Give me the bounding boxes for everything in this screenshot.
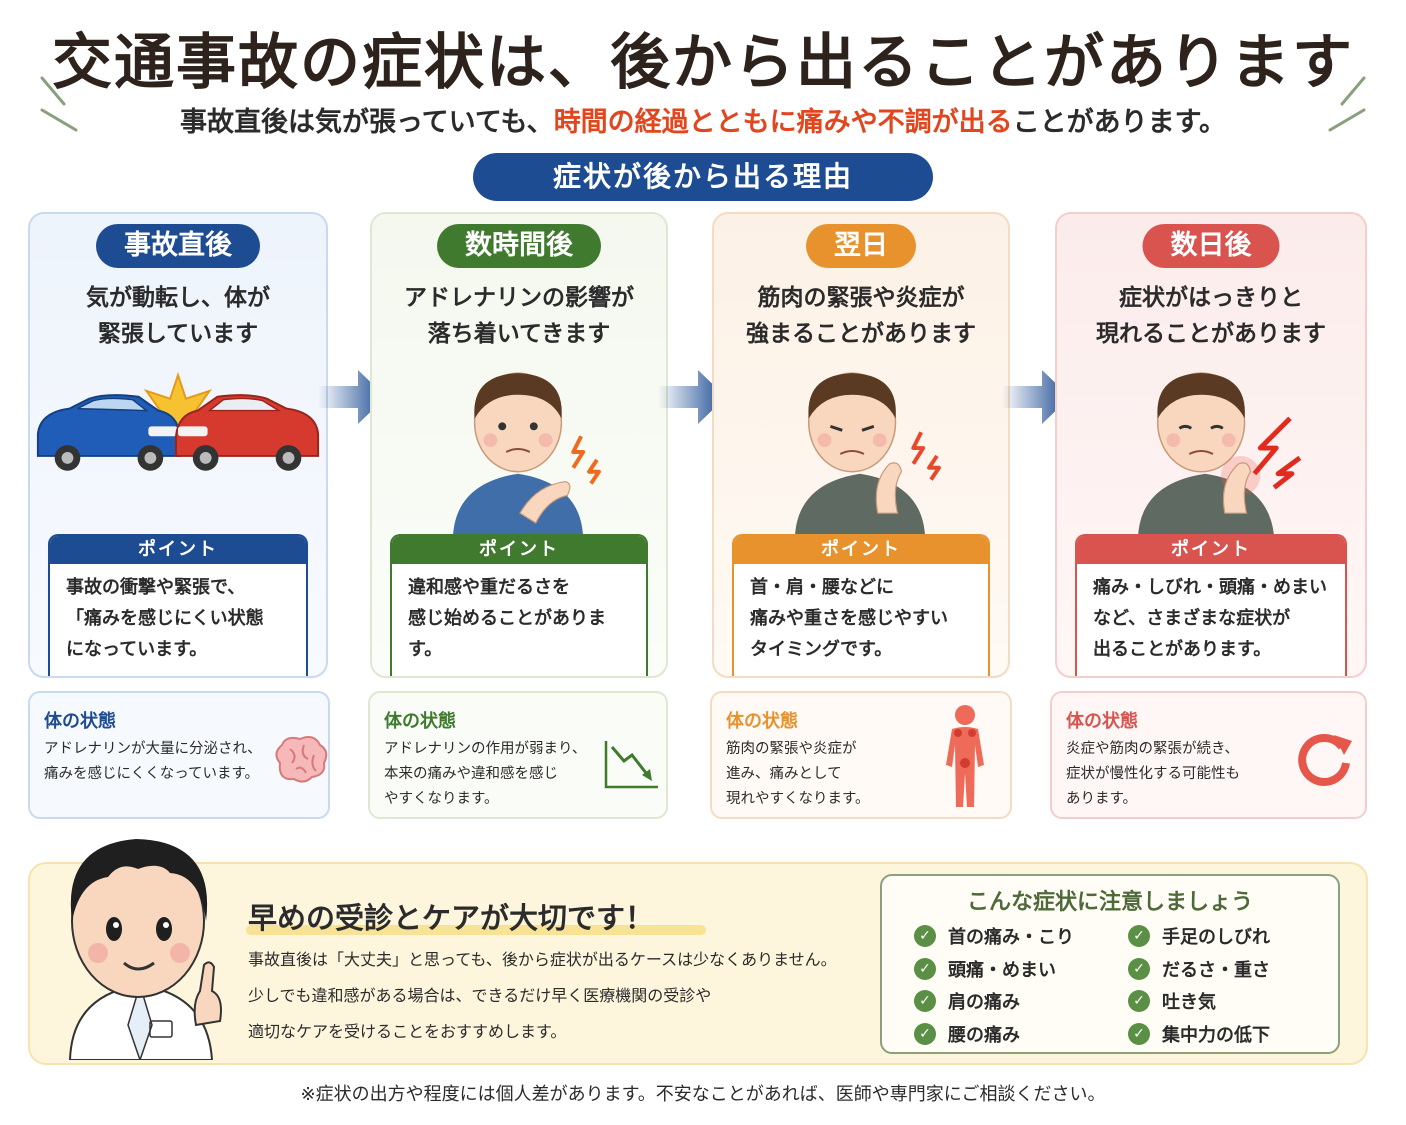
point-box: ポイント 首・肩・腰などに痛みや重さを感じやすいタイミングです。 bbox=[732, 534, 990, 676]
point-label: ポイント bbox=[734, 536, 988, 564]
body-status-box-next-day: 体の状態 筋肉の緊張や炎症が進み、痛みとして現れやすくなります。 bbox=[710, 691, 1012, 819]
checklist-item: ✓手足のしびれ bbox=[1128, 920, 1270, 953]
reason-heading: 症状が後から出る理由 bbox=[473, 153, 933, 201]
check-icon: ✓ bbox=[1128, 990, 1150, 1013]
doctor-pointing-icon bbox=[68, 839, 222, 1060]
body-status-box-days-later: 体の状態 炎症や筋肉の緊張が続き、症状が慢性化する可能性もあります。 bbox=[1050, 691, 1367, 819]
body-status-label: 体の状態 bbox=[726, 711, 798, 732]
check-icon: ✓ bbox=[914, 1022, 936, 1045]
check-icon: ✓ bbox=[1128, 925, 1150, 948]
body-status-label: 体の状態 bbox=[384, 711, 456, 732]
subtitle-highlight: 時間の経過とともに痛みや不調が出る bbox=[553, 107, 1013, 138]
arrow-right-icon bbox=[1002, 370, 1070, 424]
cycle-arrow-icon bbox=[1298, 734, 1352, 786]
body-status-box-immediately: 体の状態 アドレナリンが大量に分泌され、痛みを感じにくくなっています。 bbox=[28, 691, 330, 819]
body-status-text: アドレナリンが大量に分泌され、痛みを感じにくくなっています。 bbox=[44, 741, 262, 782]
stage-card-days-later: 数日後 症状がはっきりと現れることがあります ポイント 痛み・しびれ・頭痛・めま… bbox=[1055, 212, 1367, 678]
body-status-text: 筋肉の緊張や炎症が進み、痛みとして現れやすくなります。 bbox=[726, 741, 870, 807]
stage-label: 事故直後 bbox=[96, 224, 260, 268]
advice-title-highlight bbox=[246, 925, 706, 935]
check-icon: ✓ bbox=[1128, 1022, 1150, 1045]
stage-heading: 症状がはっきりと現れることがあります bbox=[1096, 285, 1326, 347]
stage-card-hours-later: 数時間後 アドレナリンの影響が落ち着いてきます ポイント 違和感や重だるさを感じ… bbox=[370, 212, 668, 678]
brain-icon bbox=[275, 736, 328, 783]
advice-text: 事故直後は「大丈夫」と思っても、後から症状が出るケースは少なくありません。少しで… bbox=[248, 950, 837, 1041]
point-box: ポイント 違和感や重だるさを感じ始めることがあります。 bbox=[390, 534, 648, 676]
page-title: 交通事故の症状は、後から出ることがあります bbox=[52, 28, 1354, 98]
body-status-text: アドレナリンの作用が弱まり、本来の痛みや違和感を感じやすくなります。 bbox=[384, 741, 587, 807]
body-status-text: 炎症や筋肉の緊張が続き、症状が慢性化する可能性もあります。 bbox=[1066, 741, 1240, 807]
accent-lines-icon bbox=[1328, 76, 1366, 132]
arrow-right-icon bbox=[318, 370, 386, 424]
checklist-column-left: ✓首の痛み・こり ✓頭痛・めまい ✓肩の痛み ✓腰の痛み bbox=[914, 920, 1074, 1050]
checklist-title: こんな症状に注意しましょう bbox=[966, 890, 1253, 915]
man-strong-neck-pain-icon bbox=[1137, 372, 1302, 538]
subtitle-tail: ことがあります。 bbox=[1012, 107, 1226, 138]
declining-chart-icon bbox=[604, 741, 658, 789]
car-collision-icon bbox=[36, 371, 320, 471]
arrow-right-icon bbox=[658, 370, 726, 424]
point-text: 事故の衝撃や緊張で、「痛みを感じにくい状態になっています。 bbox=[66, 577, 264, 660]
checklist-item: ✓肩の痛み bbox=[914, 985, 1074, 1018]
symptom-checklist: こんな症状に注意しましょう ✓首の痛み・こり ✓頭痛・めまい ✓肩の痛み ✓腰の… bbox=[880, 874, 1340, 1054]
point-label: ポイント bbox=[392, 536, 646, 564]
body-status-box-hours-later: 体の状態 アドレナリンの作用が弱まり、本来の痛みや違和感を感じやすくなります。 bbox=[368, 691, 668, 819]
body-pain-points-icon bbox=[946, 705, 984, 807]
point-text: 違和感や重だるさを感じ始めることがあります。 bbox=[408, 577, 606, 660]
point-box: ポイント 痛み・しびれ・頭痛・めまいなど、さまざまな症状が出ることがあります。 bbox=[1075, 534, 1347, 676]
checklist-item: ✓だるさ・重さ bbox=[1128, 953, 1270, 986]
point-label: ポイント bbox=[1077, 536, 1345, 564]
checklist-item: ✓集中力の低下 bbox=[1128, 1018, 1270, 1051]
point-text: 痛み・しびれ・頭痛・めまいなど、さまざまな症状が出ることがあります。 bbox=[1093, 577, 1327, 660]
stage-label: 翌日 bbox=[806, 224, 916, 268]
checklist-item: ✓腰の痛み bbox=[914, 1018, 1074, 1051]
stage-heading: 筋肉の緊張や炎症が強まることがあります bbox=[746, 285, 976, 347]
body-status-label: 体の状態 bbox=[1066, 711, 1138, 732]
man-neck-pain-icon bbox=[794, 372, 941, 538]
stage-heading: アドレナリンの影響が落ち着いてきます bbox=[404, 285, 634, 347]
stage-label: 数時間後 bbox=[437, 224, 601, 268]
body-status-label: 体の状態 bbox=[44, 711, 116, 732]
subtitle-lead: 事故直後は気が張っていても、 bbox=[180, 107, 554, 138]
stage-label: 数日後 bbox=[1142, 224, 1280, 268]
check-icon: ✓ bbox=[914, 990, 936, 1013]
checklist-item: ✓吐き気 bbox=[1128, 985, 1270, 1018]
checklist-item: ✓首の痛み・こり bbox=[914, 920, 1074, 953]
point-label: ポイント bbox=[50, 536, 306, 564]
point-text: 首・肩・腰などに痛みや重さを感じやすいタイミングです。 bbox=[750, 577, 948, 660]
point-box: ポイント 事故の衝撃や緊張で、「痛みを感じにくい状態になっています。 bbox=[48, 534, 308, 676]
checklist-item: ✓頭痛・めまい bbox=[914, 953, 1074, 986]
footnote: ※症状の出方や程度には個人差があります。不安なことがあれば、医師や専門家にご相談… bbox=[300, 1084, 1106, 1105]
stage-heading: 気が動転し、体が緊張しています bbox=[86, 285, 270, 347]
stage-card-next-day: 翌日 筋肉の緊張や炎症が強まることがあります ポイント 首・肩・腰などに痛みや重… bbox=[712, 212, 1010, 678]
checklist-column-right: ✓手足のしびれ ✓だるさ・重さ ✓吐き気 ✓集中力の低下 bbox=[1128, 920, 1270, 1050]
subtitle: 事故直後は気が張っていても、時間の経過とともに痛みや不調が出ることがあります。 bbox=[0, 100, 1406, 139]
advice-title: 早めの受診とケアが大切です！ bbox=[248, 901, 655, 935]
man-shoulder-pain-icon bbox=[452, 372, 601, 538]
accent-lines-icon bbox=[40, 76, 78, 132]
check-icon: ✓ bbox=[914, 957, 936, 980]
check-icon: ✓ bbox=[1128, 957, 1150, 980]
check-icon: ✓ bbox=[914, 925, 936, 948]
stage-card-immediately: 事故直後 気が動転し、体が緊張しています ポイント 事故の衝撃や緊張で、「痛みを… bbox=[28, 212, 328, 678]
